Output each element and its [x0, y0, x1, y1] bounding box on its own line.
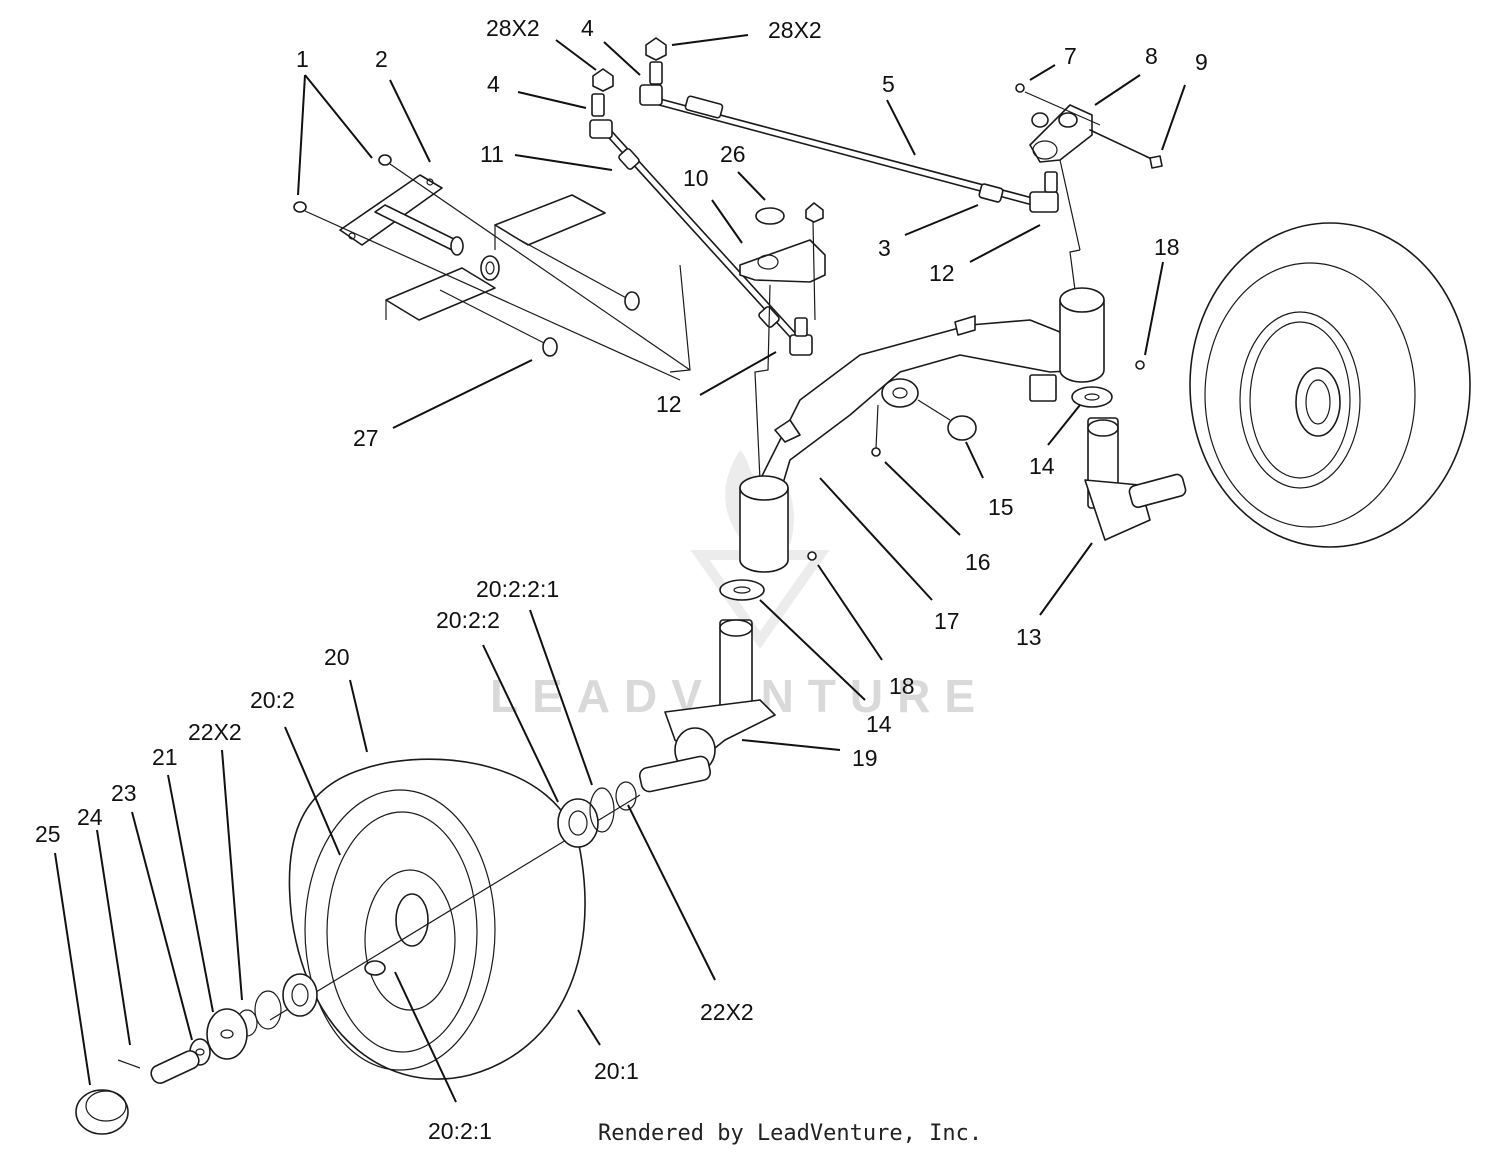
- callout-5: 5: [882, 71, 895, 97]
- callout-23: 23: [111, 780, 137, 806]
- callout-8: 8: [1145, 43, 1158, 69]
- callout-28x2-left: 28X2: [486, 15, 540, 41]
- left-wheel: [75, 758, 641, 1135]
- callout-20-2: 20:2: [250, 687, 295, 713]
- callout-4-lower: 4: [487, 71, 500, 97]
- callout-14-left: 14: [866, 711, 892, 737]
- callout-1: 1: [296, 46, 309, 72]
- callout-labels: 1 2 28X2 4 28X2 4 5 7 8 9 11 26 10 3 12 …: [35, 15, 1208, 1144]
- callout-10: 10: [683, 165, 709, 191]
- callout-20-2-2: 20:2:2: [436, 607, 500, 633]
- callout-19: 19: [852, 745, 878, 771]
- callout-17: 17: [934, 608, 960, 634]
- callout-16: 16: [965, 549, 991, 575]
- callout-21: 21: [152, 744, 178, 770]
- callout-4-upper: 4: [581, 15, 594, 41]
- callout-11: 11: [480, 141, 504, 167]
- callout-26: 26: [720, 141, 746, 167]
- callout-22x2-right: 22X2: [700, 999, 754, 1025]
- callout-3: 3: [878, 235, 891, 261]
- callout-18-upper: 18: [1154, 234, 1180, 260]
- leader-lines: [54, 34, 1186, 1103]
- callout-12-lower: 12: [656, 391, 682, 417]
- front-axle: [638, 287, 1187, 793]
- right-wheel: [1189, 222, 1471, 548]
- front-axle-mount-bracket: [293, 154, 691, 381]
- callout-24: 24: [77, 804, 103, 830]
- callout-22x2-left: 22X2: [188, 719, 242, 745]
- callout-15: 15: [988, 494, 1014, 520]
- callout-20-2-2-1: 20:2:2:1: [476, 576, 559, 602]
- callout-27: 27: [353, 425, 379, 451]
- callout-20-2-1: 20:2:1: [428, 1118, 492, 1144]
- callout-7: 7: [1064, 43, 1077, 69]
- callout-25: 25: [35, 821, 61, 847]
- callout-13: 13: [1016, 624, 1042, 650]
- callout-9: 9: [1195, 49, 1208, 75]
- callout-2: 2: [375, 46, 388, 72]
- callout-28x2-right: 28X2: [768, 17, 822, 43]
- callout-20-1: 20:1: [594, 1058, 639, 1084]
- callout-14-right: 14: [1029, 453, 1055, 479]
- callout-12-upper: 12: [929, 260, 955, 286]
- footer-credit: Rendered by LeadVenture, Inc.: [598, 1121, 982, 1146]
- callout-20: 20: [324, 644, 350, 670]
- steering-linkage: [589, 37, 1163, 481]
- callout-18-lower: 18: [889, 673, 915, 699]
